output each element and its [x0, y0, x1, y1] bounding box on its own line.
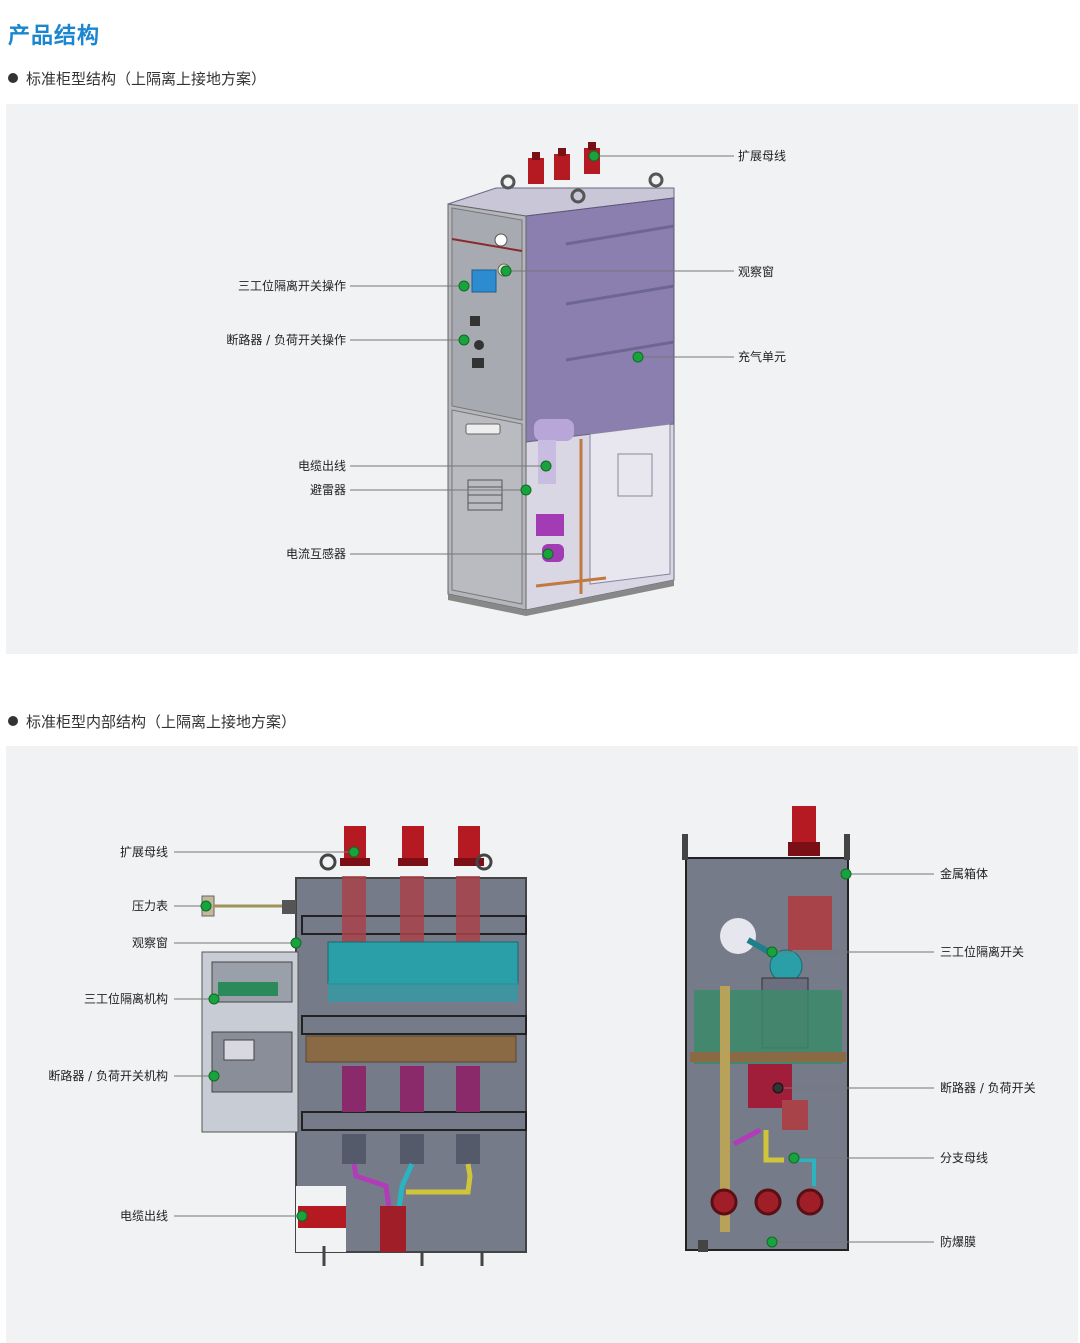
- cabinet-interior-panel: 扩展母线 压力表 观察窗 三工位隔离机构 断路器 / 负荷开关机构 电缆出线 金…: [6, 746, 1078, 1343]
- right-leader-lines: [506, 155, 734, 358]
- top-bushings: [528, 142, 600, 184]
- label-arrester: 避雷器: [309, 483, 346, 497]
- front-view-drawing: [682, 806, 850, 1252]
- green-markers: [458, 150, 644, 560]
- cabinet-interior-illustration: [174, 806, 934, 1266]
- label-gas-unit: 充气单元: [738, 350, 787, 364]
- interior-green-markers: [200, 846, 852, 1248]
- label-burst-membrane: 防爆膜: [940, 1235, 977, 1249]
- bullet-icon: [8, 716, 18, 726]
- left-leader-lines: [350, 285, 548, 555]
- label-cable-outlet: 电缆出线: [297, 459, 346, 473]
- label-breaker-switch: 断路器 / 负荷开关: [940, 1081, 1036, 1095]
- cabinet-exterior-panel: 扩展母线 三工位隔离开关操作 观察窗 断路器 / 负荷开关操作 充气单元 电缆出…: [6, 104, 1078, 654]
- label-int-observation-window: 观察窗: [131, 936, 168, 950]
- label-current-transformer: 电流互感器: [285, 547, 346, 561]
- label-three-pos-mech: 三工位隔离机构: [83, 992, 168, 1006]
- side-view-drawing: [201, 826, 527, 1266]
- label-branch-busbar: 分支母线: [940, 1151, 989, 1165]
- label-three-pos-switch: 三工位隔离开关: [940, 945, 1025, 959]
- section1-heading: 标准柜型结构（上隔离上接地方案）: [8, 68, 266, 89]
- page-title: 产品结构: [8, 24, 101, 49]
- section2-heading: 标准柜型内部结构（上隔离上接地方案）: [8, 711, 296, 732]
- section1-heading-text: 标准柜型结构（上隔离上接地方案）: [26, 70, 267, 88]
- bullet-icon: [8, 73, 18, 83]
- label-int-cable-outlet: 电缆出线: [119, 1209, 168, 1223]
- label-breaker-op: 断路器 / 负荷开关操作: [226, 333, 346, 347]
- label-three-pos-op: 三工位隔离开关操作: [237, 279, 346, 293]
- section2-heading-text: 标准柜型内部结构（上隔离上接地方案）: [26, 713, 297, 731]
- label-metal-box: 金属箱体: [940, 867, 989, 881]
- label-int-expand-busbar: 扩展母线: [119, 845, 168, 859]
- cabinet-exterior-illustration: [350, 142, 734, 616]
- label-observation-window: 观察窗: [738, 265, 775, 279]
- label-pressure-gauge: 压力表: [131, 899, 168, 913]
- marker-dark: [772, 1082, 784, 1094]
- label-expand-busbar: 扩展母线: [738, 149, 787, 163]
- label-breaker-mech: 断路器 / 负荷开关机构: [48, 1069, 168, 1083]
